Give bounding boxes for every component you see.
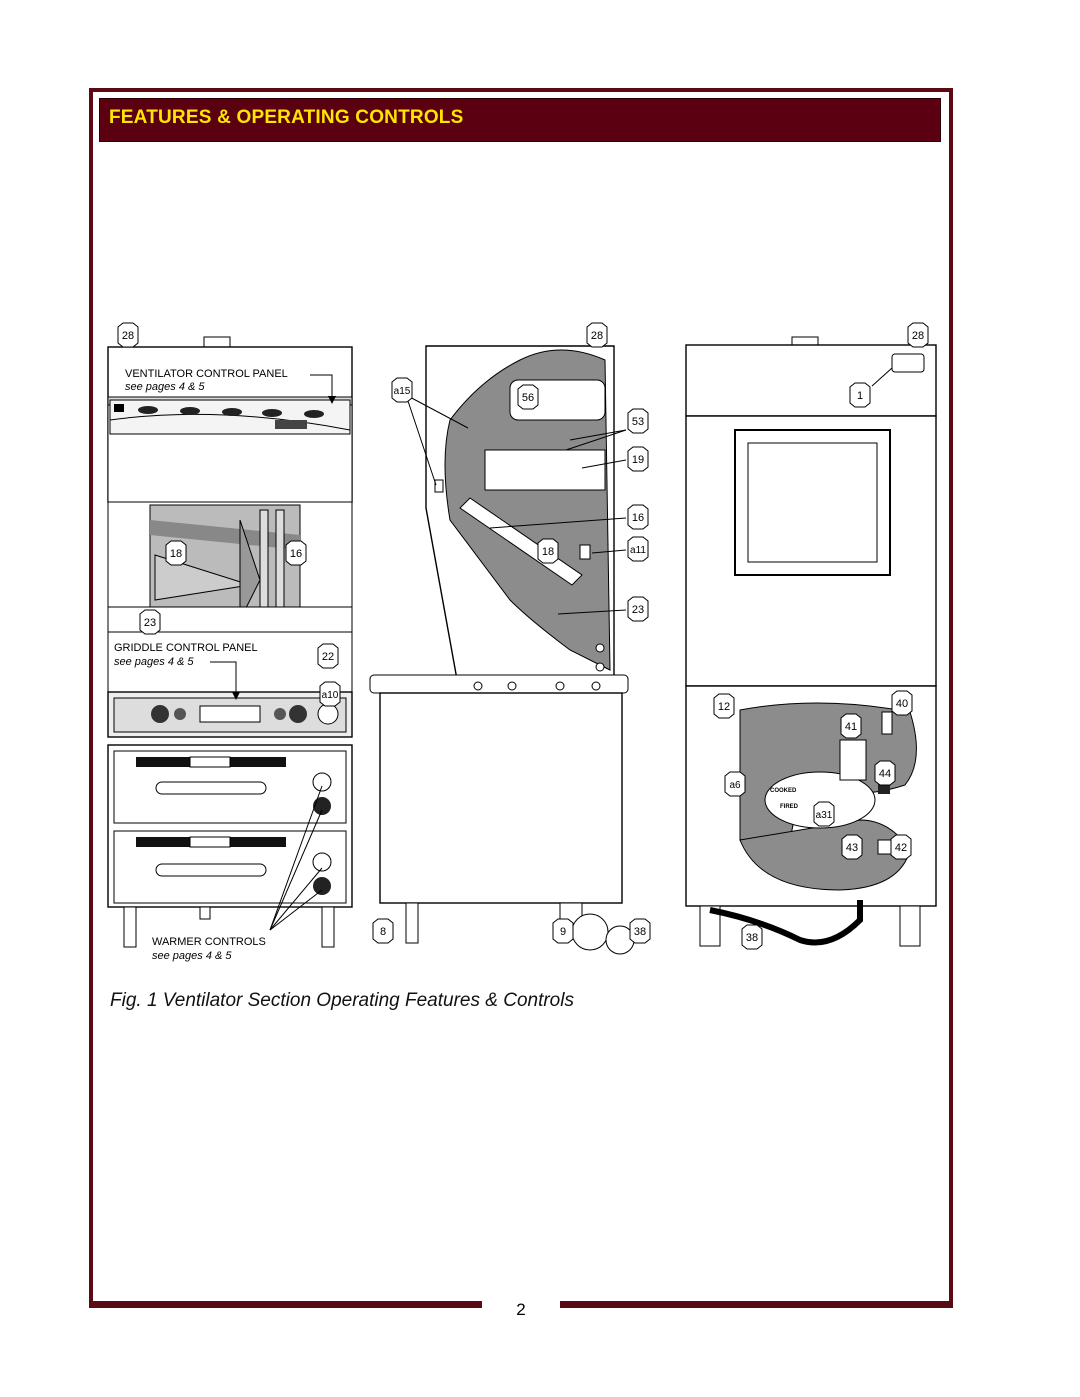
griddle-panel-label: GRIDDLE CONTROL PANEL bbox=[114, 642, 258, 654]
callout-40-rear: 40 bbox=[891, 690, 913, 716]
figure-1: VENTILATOR CONTROL PANEL see pages 4 & 5… bbox=[100, 320, 960, 980]
callout-42-rear: 42 bbox=[890, 834, 912, 860]
callout-18-side: 18 bbox=[537, 538, 559, 564]
vent-panel-ref: see pages 4 & 5 bbox=[125, 381, 205, 393]
svg-text:12: 12 bbox=[718, 701, 730, 713]
callout-12-rear: 12 bbox=[713, 693, 735, 719]
relay-text-cooked: COOKED bbox=[770, 788, 797, 794]
section-title: FEATURES & OPERATING CONTROLS bbox=[109, 107, 464, 128]
svg-text:38: 38 bbox=[634, 926, 646, 938]
svg-text:41: 41 bbox=[845, 721, 857, 733]
svg-text:a11: a11 bbox=[630, 545, 646, 556]
callout-9-side: 9 bbox=[552, 918, 574, 944]
svg-text:19: 19 bbox=[632, 454, 644, 466]
side-view: 28 a15 56 53 19 16 18 a11 23 8 9 38 bbox=[369, 322, 651, 955]
rear-view: COOKED FIRED 28 1 12 40 41 a6 44 a31 43 … bbox=[685, 322, 937, 950]
svg-text:28: 28 bbox=[591, 330, 603, 342]
svg-text:a15: a15 bbox=[394, 386, 411, 397]
svg-text:a31: a31 bbox=[816, 810, 833, 821]
callout-23-side: 23 bbox=[627, 596, 649, 622]
callout-43-rear: 43 bbox=[841, 834, 863, 860]
callout-1-rear: 1 bbox=[849, 382, 871, 408]
callout-22-front: 22 bbox=[317, 643, 339, 669]
page-number: 2 bbox=[516, 1300, 526, 1319]
svg-text:22: 22 bbox=[322, 651, 334, 663]
callout-38-rear: 38 bbox=[741, 924, 763, 950]
callout-28-rear: 28 bbox=[907, 322, 929, 348]
warmer-ref: see pages 4 & 5 bbox=[152, 950, 232, 962]
svg-text:23: 23 bbox=[632, 604, 644, 616]
griddle-panel-ref: see pages 4 & 5 bbox=[114, 656, 194, 668]
svg-text:18: 18 bbox=[542, 546, 554, 558]
callout-53-side: 53 bbox=[627, 408, 649, 434]
svg-text:9: 9 bbox=[560, 926, 566, 938]
figure-caption: Fig. 1 Ventilator Section Operating Feat… bbox=[110, 990, 574, 1011]
svg-text:42: 42 bbox=[895, 842, 907, 854]
frame-bottom-left-rule bbox=[89, 1301, 482, 1308]
callout-28-side: 28 bbox=[586, 322, 608, 348]
callout-16-side: 16 bbox=[627, 504, 649, 530]
callout-a11-side: a11 bbox=[627, 536, 649, 562]
svg-text:23: 23 bbox=[144, 617, 156, 629]
svg-text:38: 38 bbox=[746, 932, 758, 944]
svg-text:53: 53 bbox=[632, 416, 644, 428]
svg-text:8: 8 bbox=[380, 926, 386, 938]
svg-text:18: 18 bbox=[170, 548, 182, 560]
page-frame bbox=[89, 88, 953, 1308]
svg-text:44: 44 bbox=[879, 768, 891, 780]
callout-a6-rear: a6 bbox=[724, 771, 746, 797]
callout-a31-rear: a31 bbox=[813, 801, 835, 827]
callout-16-front: 16 bbox=[285, 540, 307, 566]
svg-text:16: 16 bbox=[290, 548, 302, 560]
callout-44-rear: 44 bbox=[874, 760, 896, 786]
callout-56-side: 56 bbox=[517, 384, 539, 410]
svg-text:a10: a10 bbox=[322, 690, 339, 701]
svg-text:56: 56 bbox=[522, 392, 534, 404]
callout-18-front: 18 bbox=[165, 540, 187, 566]
svg-text:16: 16 bbox=[632, 512, 644, 524]
svg-text:1: 1 bbox=[857, 390, 863, 402]
svg-text:a6: a6 bbox=[729, 780, 741, 791]
vent-panel-label: VENTILATOR CONTROL PANEL bbox=[125, 368, 288, 380]
warmer-label: WARMER CONTROLS bbox=[152, 936, 266, 948]
section-header: FEATURES & OPERATING CONTROLS bbox=[99, 98, 941, 142]
svg-text:28: 28 bbox=[122, 330, 134, 342]
front-view: VENTILATOR CONTROL PANEL see pages 4 & 5… bbox=[107, 322, 353, 962]
callout-a10-front: a10 bbox=[319, 681, 341, 707]
callout-38-side: 38 bbox=[629, 918, 651, 944]
equipment-diagram: VENTILATOR CONTROL PANEL see pages 4 & 5… bbox=[107, 322, 937, 962]
callout-a15-side: a15 bbox=[391, 377, 413, 403]
callout-28-front: 28 bbox=[117, 322, 139, 348]
callout-41-rear: 41 bbox=[840, 713, 862, 739]
svg-text:40: 40 bbox=[896, 698, 908, 710]
svg-text:28: 28 bbox=[912, 330, 924, 342]
callout-19-side: 19 bbox=[627, 446, 649, 472]
svg-text:43: 43 bbox=[846, 842, 858, 854]
callout-8-side: 8 bbox=[372, 918, 394, 944]
frame-bottom-right-rule bbox=[560, 1301, 953, 1308]
callout-23-front: 23 bbox=[139, 609, 161, 635]
relay-text-fired: FIRED bbox=[780, 804, 799, 810]
